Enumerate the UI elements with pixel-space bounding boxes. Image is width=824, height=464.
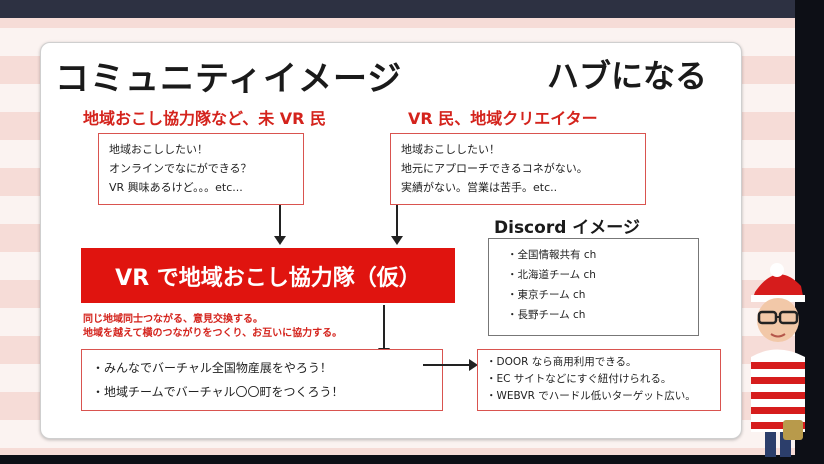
left-needs-line: 地域おこししたい！ — [109, 143, 208, 156]
discord-channel-list: ・全国情報共有 ch ・北海道チーム ch ・東京チーム ch ・長野チーム c… — [488, 238, 699, 336]
discord-channel: ・全国情報共有 ch — [507, 249, 597, 261]
main-banner: VR で地域おこし協力隊（仮） — [81, 248, 455, 303]
discord-channel: ・長野チーム ch — [507, 309, 586, 321]
left-heading: 地域おこし協力隊など、未 VR 民 — [83, 109, 327, 128]
right-heading: VR 民、地域クリエイター — [408, 109, 598, 128]
arrow-down-center — [378, 305, 390, 357]
arrow-right — [423, 359, 478, 371]
left-needs-box: 地域おこししたい！ オンラインでなにができる？ VR 興味あるけど。。。etc.… — [98, 133, 304, 205]
discord-channel: ・東京チーム ch — [507, 289, 586, 301]
benefit-line: ・WEBVR でハードル低いターゲット広い。 — [486, 390, 696, 402]
presentation-slide: コミュニティイメージ ハブになる 地域おこし協力隊など、未 VR 民 VR 民、… — [40, 42, 742, 439]
right-needs-line: 実績がない。営業は苦手。etc.. — [401, 181, 558, 194]
action-line: ・みんなでバーチャル全国物産展をやろう！ — [92, 361, 332, 375]
arrow-down-right — [391, 205, 403, 245]
left-needs-line: オンラインでなにができる？ — [109, 162, 252, 175]
note-line: 地域を越えて横のつながりをつくり、お互いに協力する。 — [83, 328, 343, 339]
benefit-box: ・DOOR なら商用利用できる。 ・EC サイトなどにすぐ紐付けられる。 ・WE… — [477, 349, 721, 411]
arrow-down-left — [274, 205, 286, 245]
note-line: 同じ地域同士つながる、意見交換する。 — [83, 314, 263, 325]
presenter-avatar — [751, 263, 805, 457]
right-needs-line: 地域おこししたい！ — [401, 143, 500, 156]
right-needs-box: 地域おこししたい！ 地元にアプローチできるコネがない。 実績がない。営業は苦手。… — [390, 133, 646, 205]
left-needs-line: VR 興味あるけど。。。etc... — [109, 181, 243, 194]
benefit-line: ・EC サイトなどにすぐ紐付けられる。 — [486, 373, 672, 385]
action-line: ・地域チームでバーチャル〇〇町をつくろう！ — [92, 385, 344, 399]
benefit-line: ・DOOR なら商用利用できる。 — [486, 356, 637, 368]
hub-label: ハブになる — [546, 57, 707, 95]
action-box: ・みんなでバーチャル全国物産展をやろう！ ・地域チームでバーチャル〇〇町をつくろ… — [81, 349, 443, 411]
right-needs-line: 地元にアプローチできるコネがない。 — [401, 162, 588, 175]
discord-channel: ・北海道チーム ch — [507, 269, 596, 281]
bottom-edge — [0, 455, 824, 464]
slide-title: コミュニティイメージ — [55, 59, 403, 99]
top-bar — [0, 0, 795, 18]
discord-heading: Discord イメージ — [494, 218, 640, 238]
